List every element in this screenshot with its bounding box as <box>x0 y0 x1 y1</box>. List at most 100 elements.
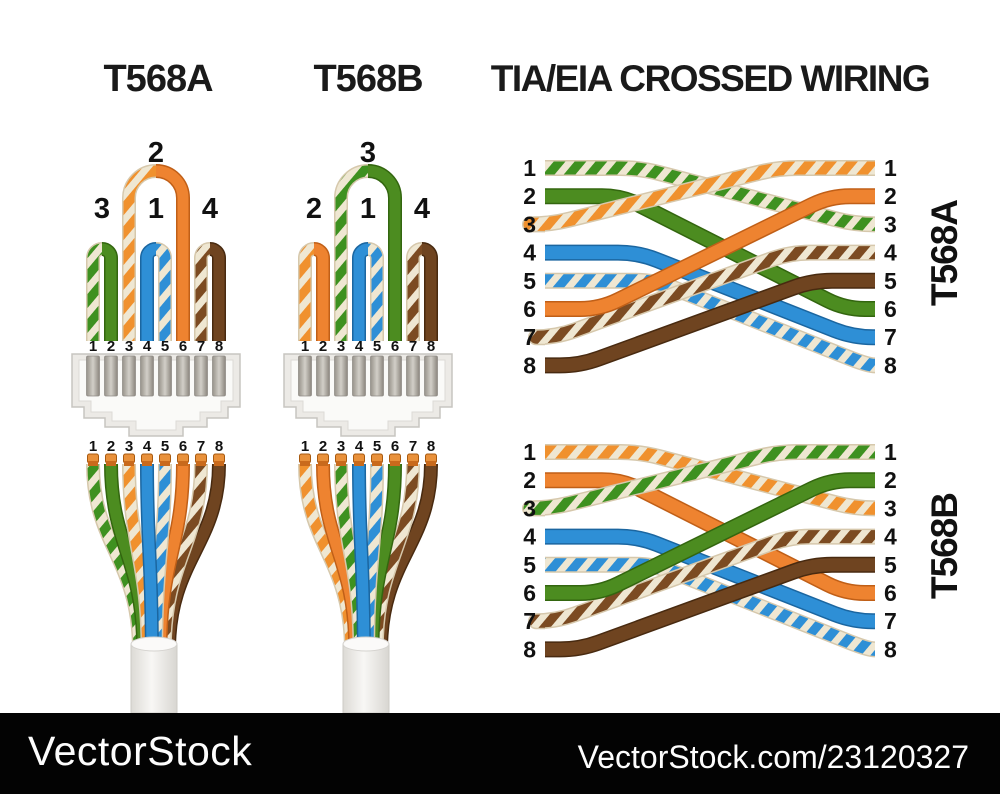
rj45-pin <box>158 355 172 397</box>
wire-o <box>545 473 875 600</box>
pin-number: 3 <box>337 338 345 355</box>
pair-number: 3 <box>94 193 110 225</box>
wire-wbr <box>529 246 875 344</box>
wire-o <box>313 243 329 341</box>
pin-number: 5 <box>161 438 169 455</box>
row-number-right: 2 <box>884 467 897 493</box>
rj45-pin <box>104 355 118 397</box>
wire-bl <box>545 530 880 628</box>
pin-number: 6 <box>179 438 187 455</box>
row-number-right: 4 <box>884 240 897 266</box>
row-number-right: 8 <box>884 352 897 378</box>
wire-wg <box>87 243 103 341</box>
wire-wg <box>545 161 876 231</box>
row-number-left: 4 <box>523 240 536 266</box>
row-number-right: 6 <box>884 296 897 322</box>
row-number-right: 1 <box>884 155 897 181</box>
rj45-pin <box>424 355 438 397</box>
wire-bl <box>141 243 157 341</box>
rj45-pin <box>194 355 208 397</box>
wire-wo <box>545 445 876 515</box>
pin-number: 6 <box>391 438 399 455</box>
row-number-right: 5 <box>884 268 897 294</box>
pair-number: 1 <box>148 193 164 225</box>
row-number-left: 1 <box>523 155 536 181</box>
row-number-left: 2 <box>523 183 536 209</box>
wire-tip-collar <box>354 461 364 466</box>
wire-wo <box>299 243 315 341</box>
pin-number: 4 <box>355 438 364 455</box>
watermark-bar: VectorStock VectorStock.com/23120327 <box>0 713 1000 794</box>
row-number-right: 6 <box>884 580 897 606</box>
pair-number: 2 <box>306 193 322 225</box>
row-number-left: 5 <box>523 552 536 578</box>
title-t568b: T568B <box>313 58 423 100</box>
pin-number: 1 <box>301 338 309 355</box>
wire-tip-collar <box>390 461 400 466</box>
wire-br <box>421 243 437 341</box>
pin-number: 1 <box>301 438 309 455</box>
row-number-left: 7 <box>523 324 536 350</box>
wire-tip-collar <box>178 461 188 466</box>
wire-tip-collar <box>300 461 310 466</box>
wire-g <box>101 243 117 341</box>
pin-number: 7 <box>197 438 205 455</box>
wire-tip-collar <box>196 461 206 466</box>
wire-wg <box>523 445 875 515</box>
wire-tip-collar <box>426 461 436 466</box>
rj45-pin <box>176 355 190 397</box>
wire-bl <box>353 243 369 341</box>
pin-number: 1 <box>89 338 97 355</box>
pin-number: 3 <box>337 438 345 455</box>
pin-number: 2 <box>107 438 115 455</box>
wire-wbr <box>529 530 875 628</box>
pin-number: 8 <box>215 338 223 355</box>
wire-tip-collar <box>142 461 152 466</box>
wire-br <box>545 558 875 656</box>
row-number-left: 1 <box>523 439 536 465</box>
cable-jacket-rim <box>342 636 390 652</box>
rj45-pin <box>370 355 384 397</box>
pin-number: 1 <box>89 438 97 455</box>
rj45-pin <box>352 355 366 397</box>
wire-wo <box>523 161 875 231</box>
row-number-right: 4 <box>884 524 897 550</box>
pair-number: 4 <box>202 193 218 225</box>
row-number-left: 3 <box>523 495 536 521</box>
pair-number: 2 <box>148 137 164 169</box>
pin-number: 5 <box>161 338 169 355</box>
pair-number: 4 <box>414 193 430 225</box>
cable-jacket-rim <box>130 636 178 652</box>
wire-wbr <box>407 243 423 341</box>
rj45-pin <box>298 355 312 397</box>
wire-tip-collar <box>214 461 224 466</box>
title-crossed-wiring: TIA/EIA CROSSED WIRING <box>490 58 931 99</box>
row-number-right: 8 <box>884 636 897 662</box>
rj45-pin <box>388 355 402 397</box>
side-label-t568a: T568A <box>924 199 965 307</box>
rj45-pin <box>316 355 330 397</box>
wire-tip-collar <box>372 461 382 466</box>
rj45-pin <box>86 355 100 397</box>
wire-wb <box>367 243 383 341</box>
watermark-ref: VectorStock.com/23120327 <box>577 739 969 775</box>
pin-number: 4 <box>143 338 152 355</box>
pair-number: 3 <box>360 137 376 169</box>
row-number-right: 1 <box>884 439 897 465</box>
wire-o <box>545 189 875 316</box>
watermark-brand: VectorStock <box>28 728 253 774</box>
wire-tip-collar <box>124 461 134 466</box>
pin-number: 7 <box>409 438 417 455</box>
row-number-left: 7 <box>523 608 536 634</box>
wire-tip-collar <box>88 461 98 466</box>
rj45-pin <box>406 355 420 397</box>
rj45-pin <box>140 355 154 397</box>
pin-number: 8 <box>215 438 223 455</box>
pin-number: 3 <box>125 338 133 355</box>
row-number-left: 4 <box>523 524 536 550</box>
rj45-pin <box>212 355 226 397</box>
rj45-opening <box>78 359 234 431</box>
row-number-left: 6 <box>523 296 536 322</box>
